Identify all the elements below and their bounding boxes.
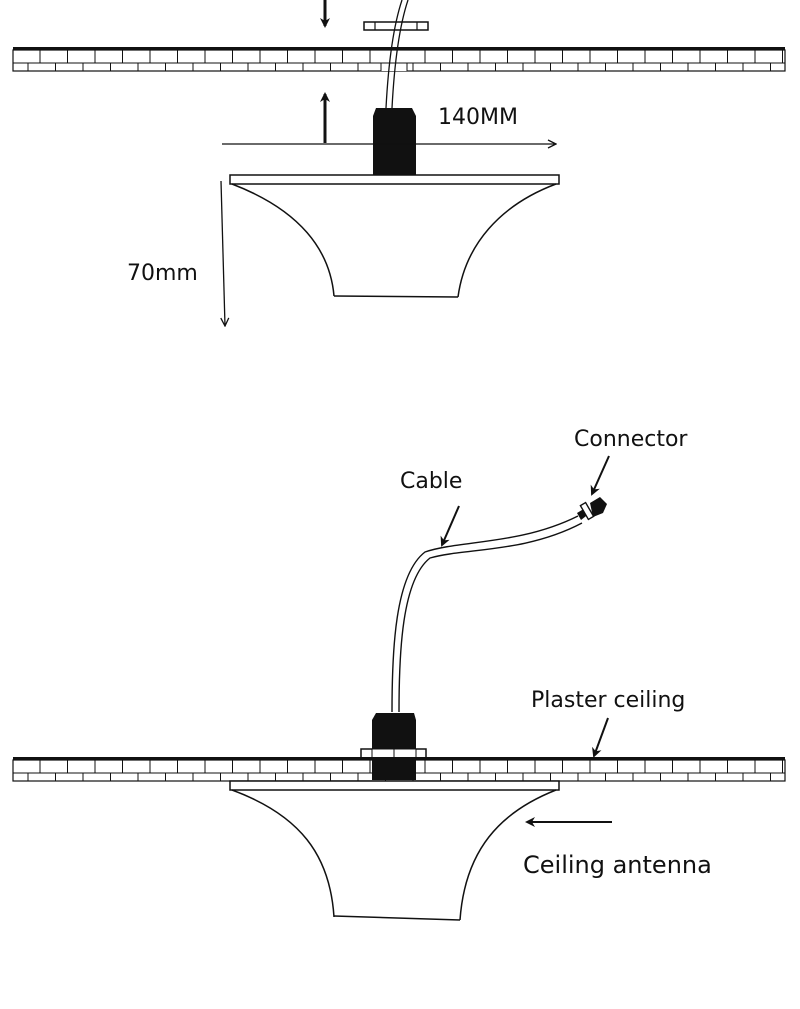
- plaster-ceiling-label: Plaster ceiling: [531, 688, 685, 713]
- height-label: 70mm: [127, 261, 198, 286]
- cable-line: [385, 0, 403, 109]
- width-label: 140MM: [438, 105, 518, 130]
- cable-label: Cable: [400, 469, 462, 494]
- top-section: 140MM 70mm: [12, 0, 786, 326]
- cable: [391, 515, 583, 713]
- threaded-stem: [373, 108, 416, 175]
- washer-nut: [360, 748, 427, 759]
- cable-pointer-arrow: [440, 505, 460, 547]
- connector: [577, 497, 607, 521]
- antenna-body: [229, 174, 560, 298]
- plaster-ceiling-pointer-arrow: [592, 717, 609, 758]
- ceiling-antenna-label: Ceiling antenna: [523, 851, 712, 879]
- connector-label: Connector: [574, 427, 688, 452]
- connector-pointer-arrow: [590, 455, 610, 496]
- height-dimension-line: [221, 180, 225, 326]
- ceiling-board: [12, 47, 786, 72]
- ceiling-antenna-body: [229, 780, 560, 921]
- bottom-section: Connector Cable Plaster ceiling: [12, 427, 786, 921]
